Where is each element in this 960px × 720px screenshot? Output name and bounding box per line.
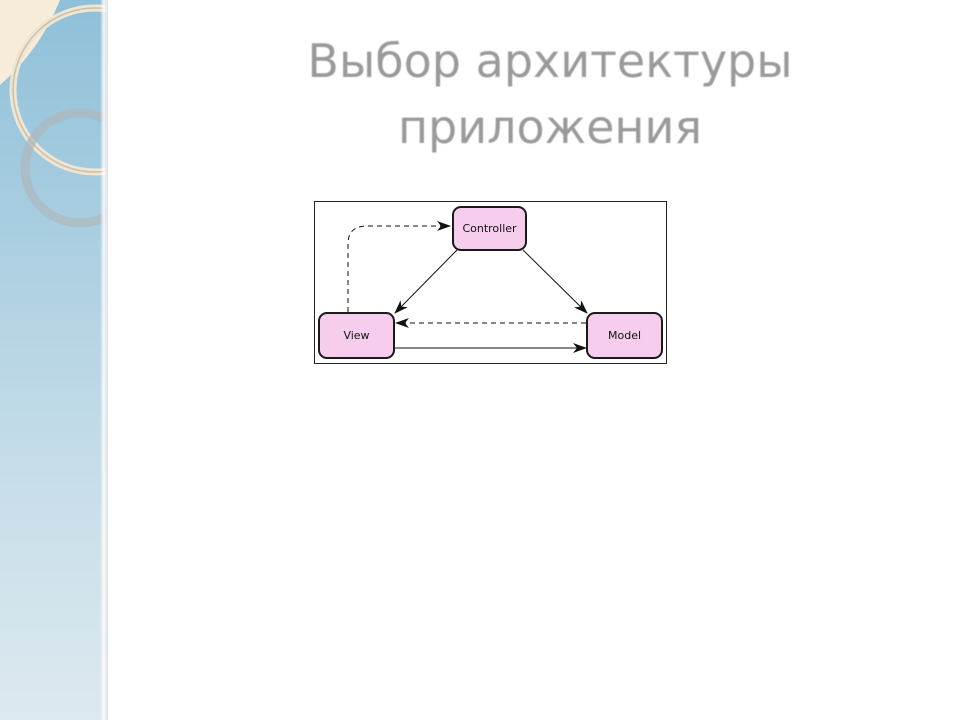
slide-title-line-2: приложения: [397, 100, 703, 154]
model-node: Model: [586, 312, 663, 359]
view-node: View: [318, 312, 395, 359]
sidebar-edge: [100, 0, 108, 720]
arrow-view-to-controller: [347, 221, 451, 312]
slide-title: Выбор архитектуры приложения: [260, 28, 840, 160]
arrow-controller-to-model: [522, 249, 588, 314]
controller-node: Controller: [452, 206, 527, 251]
arrow-controller-to-view: [394, 249, 458, 314]
slide-title-line-1: Выбор архитектуры: [307, 34, 793, 88]
diagram-arrows: [347, 221, 588, 353]
ring-large-outline: [12, 7, 106, 173]
ring-small: [20, 108, 106, 228]
decorative-rings: [0, 0, 106, 228]
sidebar-background: [0, 0, 106, 720]
mvc-diagram: Controller View Model: [314, 201, 667, 364]
